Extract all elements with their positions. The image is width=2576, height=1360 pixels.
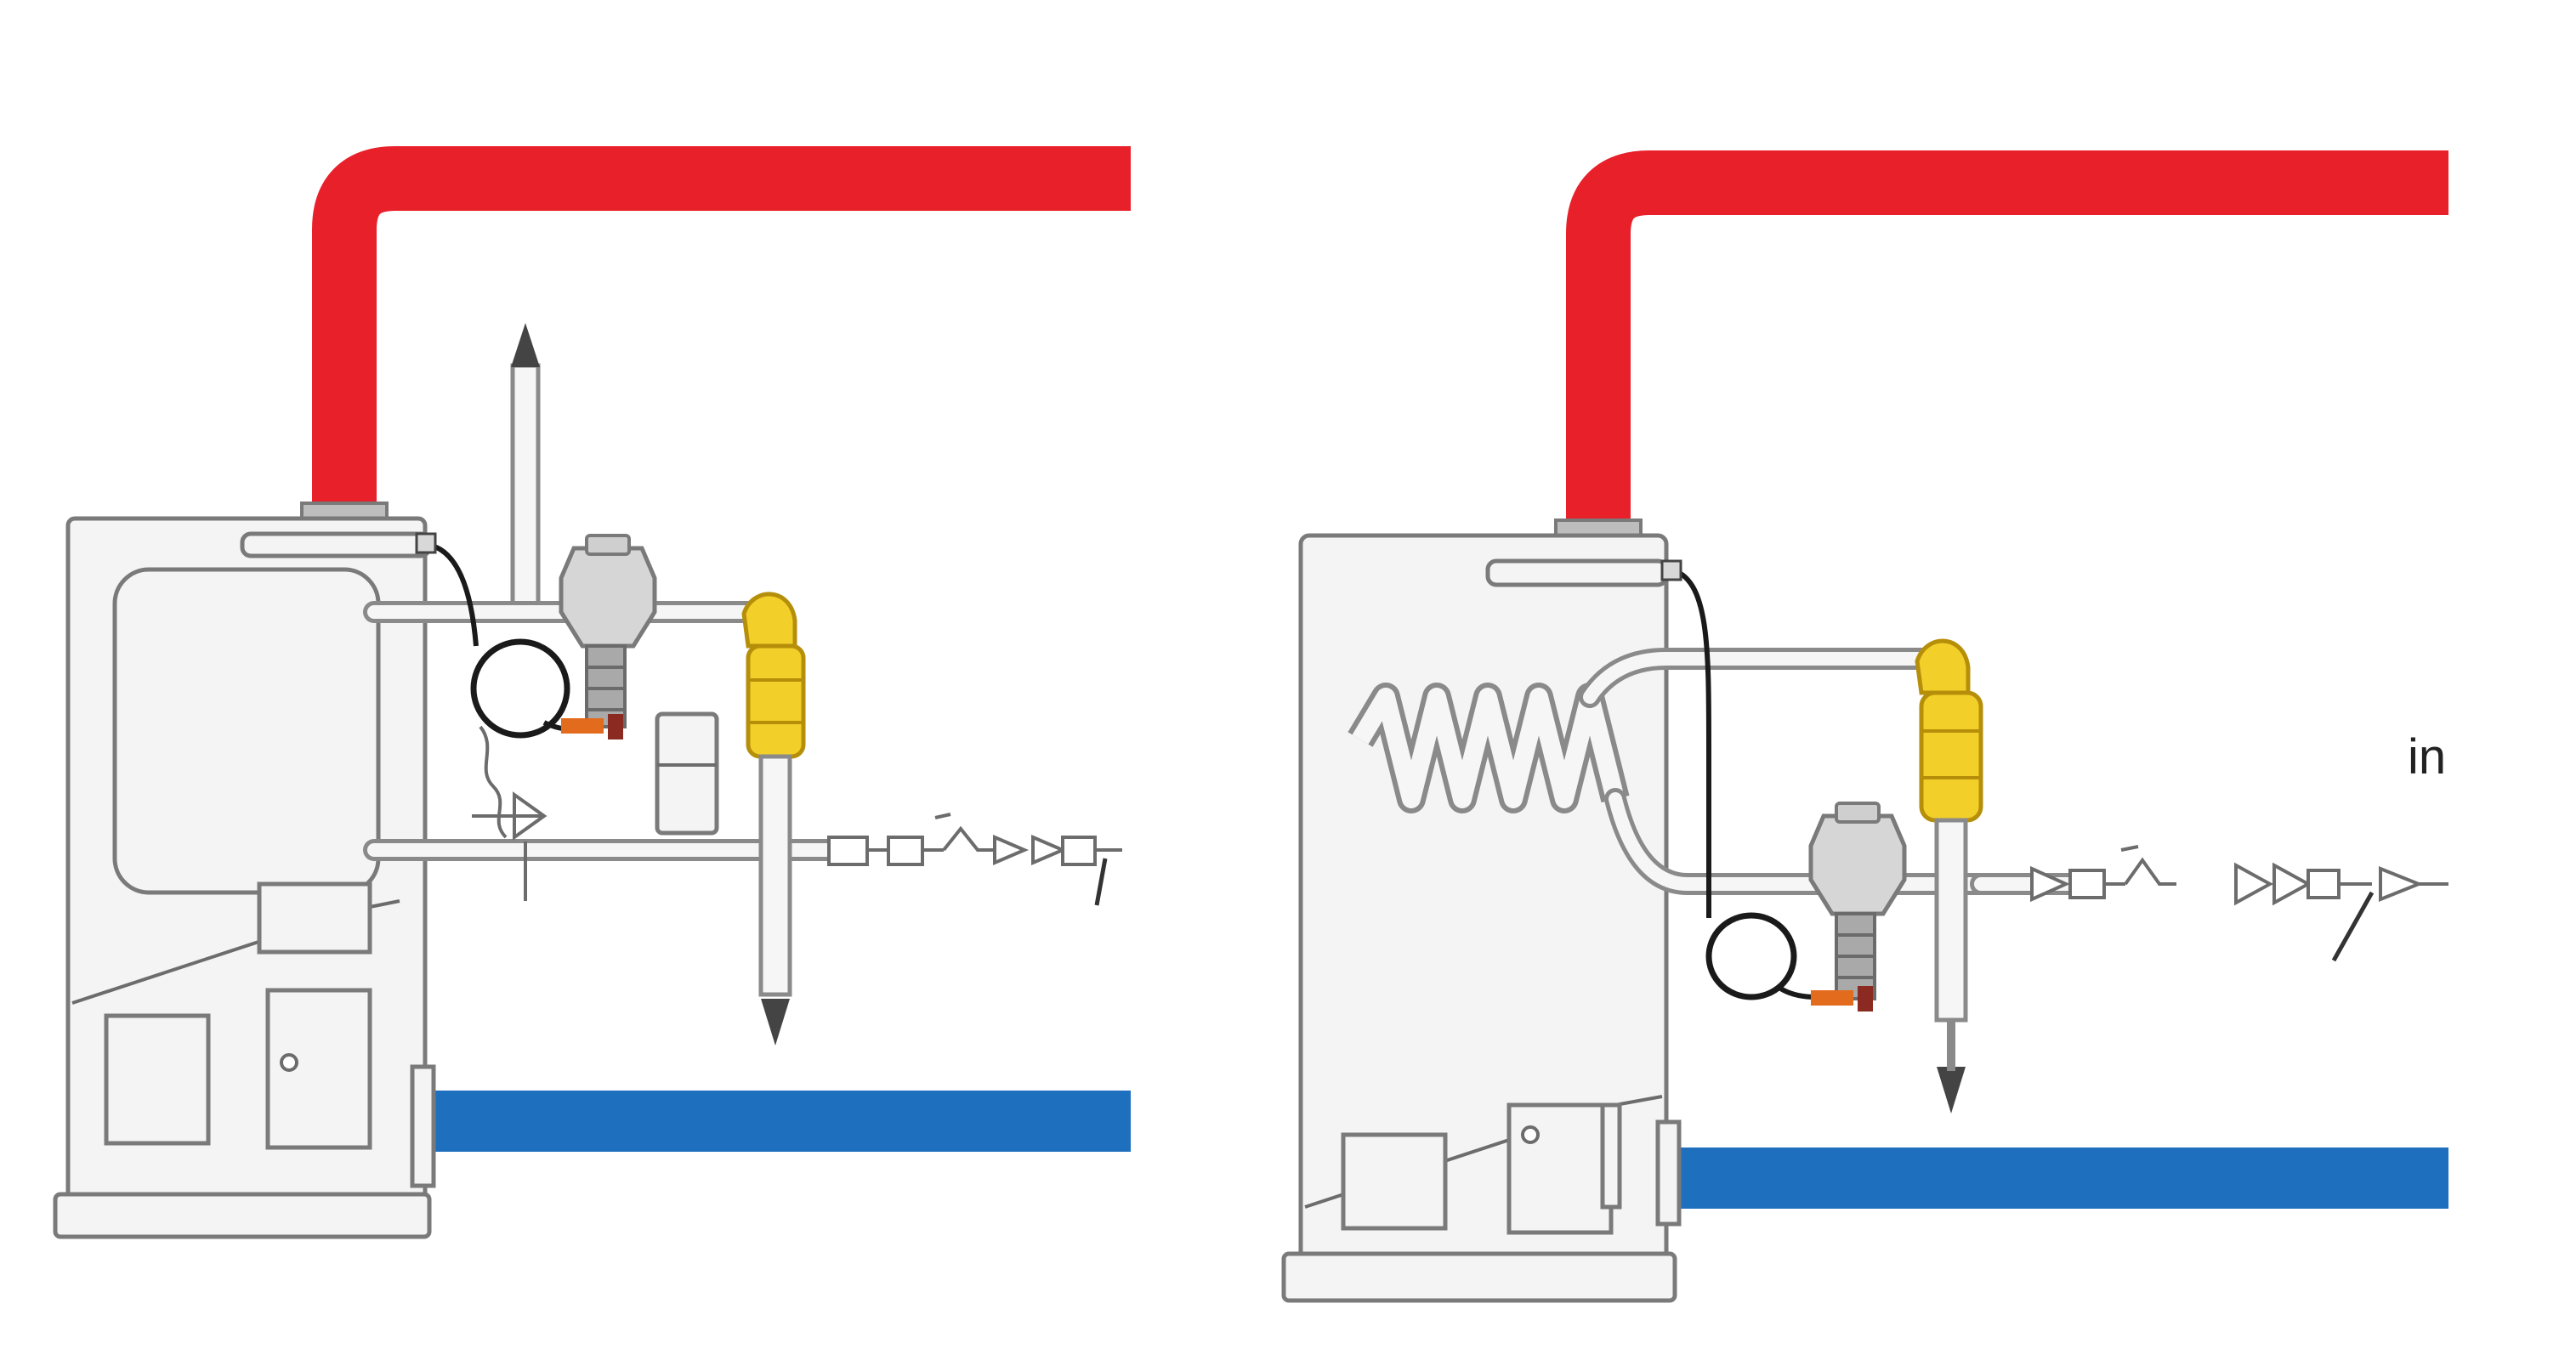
right-heat-exchanger-coil	[1348, 683, 1630, 813]
left-yellow-safety-valve	[741, 592, 806, 759]
right-inlet-label: in	[2408, 729, 2446, 785]
right-cold-water-pipe	[1679, 1148, 2448, 1209]
right-diagram: in	[1281, 150, 2448, 1303]
left-cold-water-pipe	[421, 1091, 1131, 1152]
left-diagram	[53, 146, 1131, 1239]
right-boiler-door-2	[1506, 1102, 1614, 1235]
right-boiler-unit	[1281, 533, 1682, 1303]
right-sensor-tip	[1811, 990, 1853, 1006]
right-hot-water-pipe	[1566, 150, 2448, 527]
right-drain-arrow	[1934, 818, 1968, 1114]
left-inlet-line-fittings	[827, 813, 1122, 906]
right-boiler-door-1	[1341, 1132, 1448, 1231]
left-temperature-control-valve	[559, 534, 657, 740]
left-hot-water-pipe	[312, 146, 1131, 510]
left-drain-arrow	[758, 754, 792, 1046]
left-boiler-unit	[53, 516, 436, 1239]
right-capillary-sensor-coil	[1660, 559, 1837, 1000]
left-valve-fitting	[472, 725, 548, 901]
right-inlet-line-fittings	[1970, 845, 2448, 962]
right-yellow-safety-valve	[1915, 638, 1983, 823]
left-vent-arrow	[510, 323, 541, 606]
left-boiler-tank	[112, 567, 381, 895]
left-sensor-tip	[561, 718, 604, 734]
left-control-box	[655, 711, 719, 836]
right-temperature-control-valve	[1808, 802, 1907, 1012]
left-boiler-door-1	[104, 1013, 211, 1146]
